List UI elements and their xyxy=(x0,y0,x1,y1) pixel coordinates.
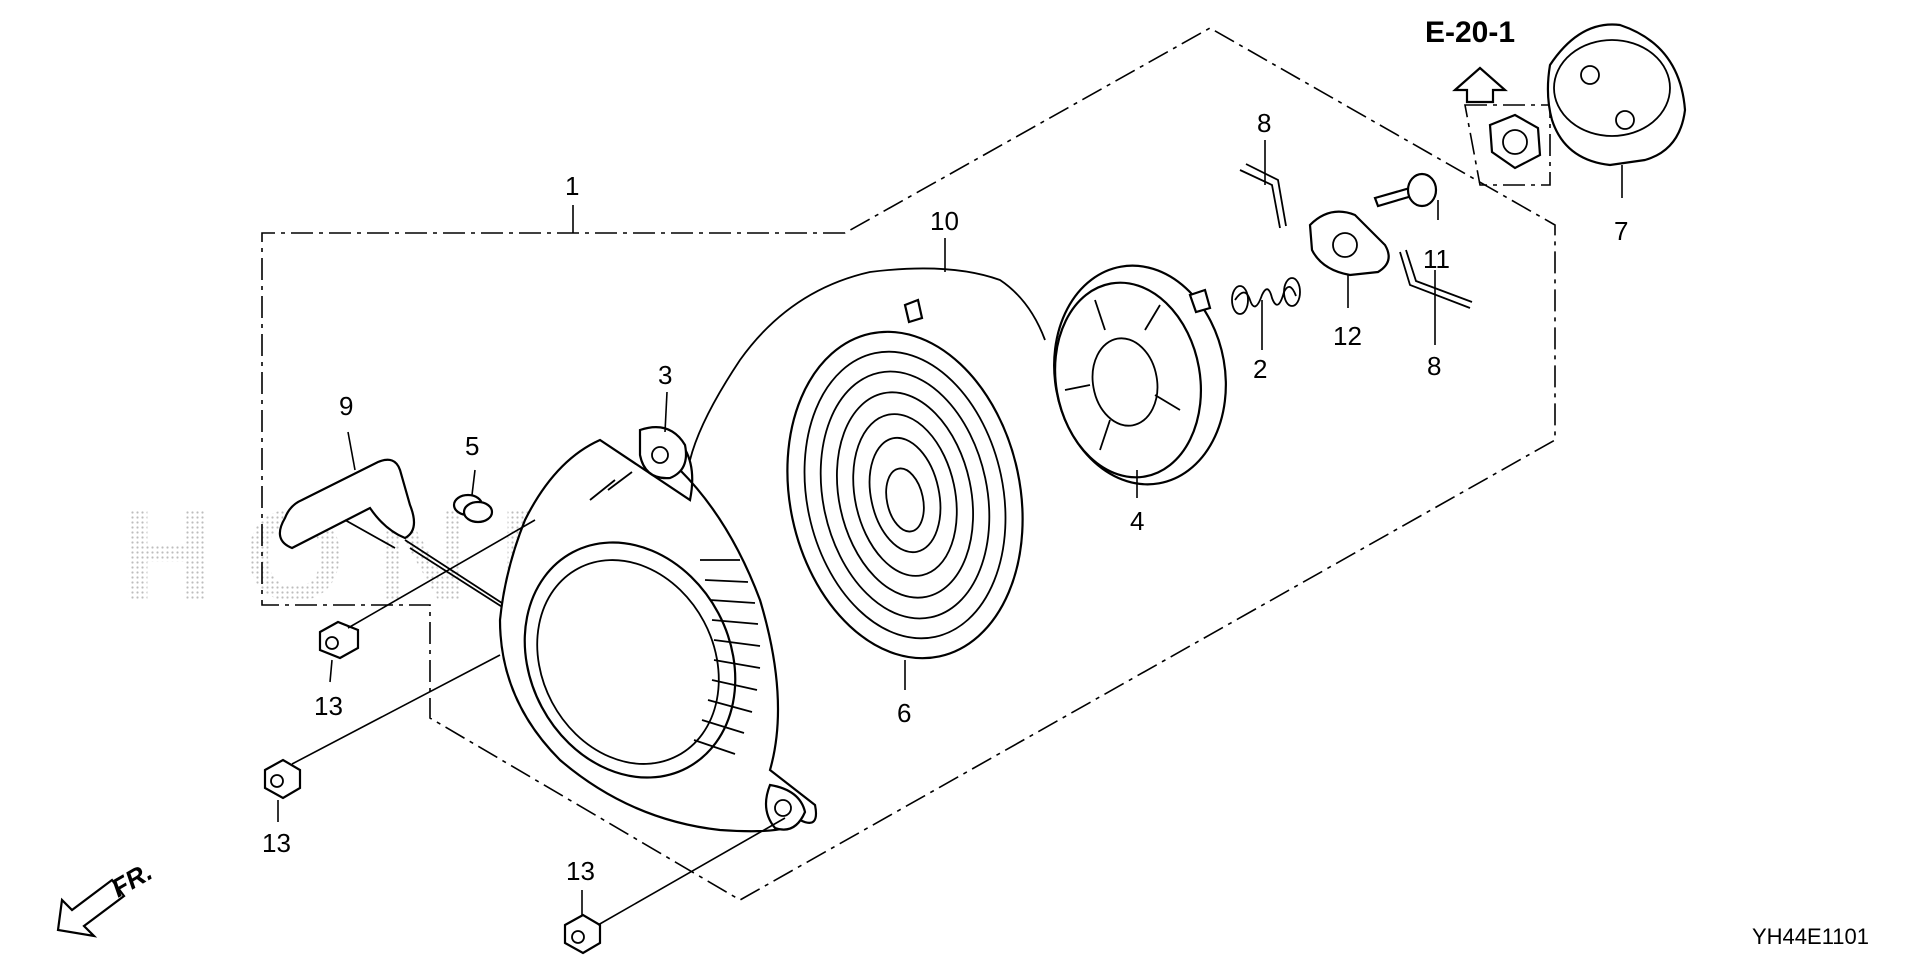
callout-9: 9 xyxy=(339,391,353,421)
callout-5: 5 xyxy=(465,431,479,461)
fastener-guide-lines xyxy=(291,519,786,926)
part-recoil-spring[interactable] xyxy=(758,298,1052,680)
callout-13-middle: 13 xyxy=(262,828,291,858)
part-flange-nut-lower[interactable] xyxy=(563,913,602,955)
part-ratchet[interactable] xyxy=(1308,210,1390,277)
part-flange-nut-upper[interactable] xyxy=(318,620,360,660)
callout-12: 12 xyxy=(1333,321,1362,351)
callout-8-lower: 8 xyxy=(1427,351,1441,381)
reference-box xyxy=(1464,104,1551,186)
part-flange-nut-reference xyxy=(1488,113,1542,170)
reference-label: E-20-1 xyxy=(1425,16,1515,49)
part-reel[interactable] xyxy=(1037,252,1243,498)
part-spring[interactable] xyxy=(1231,277,1301,315)
part-friction-spring-lower[interactable] xyxy=(1399,249,1473,309)
front-arrow-icon xyxy=(56,878,126,938)
leader-lines xyxy=(277,140,1623,916)
part-starter-rope[interactable] xyxy=(689,267,1046,461)
part-starter-case[interactable] xyxy=(484,426,818,833)
callout-13-upper: 13 xyxy=(314,691,343,721)
part-flange-nut-middle[interactable] xyxy=(263,758,302,800)
reference-arrow xyxy=(1452,66,1508,104)
callout-2: 2 xyxy=(1253,354,1267,384)
drawing-code: YH44E1101 xyxy=(1752,924,1869,949)
callout-6: 6 xyxy=(897,698,911,728)
part-friction-spring-upper[interactable] xyxy=(1239,163,1287,229)
callout-4: 4 xyxy=(1130,506,1144,536)
part-starter-grip[interactable] xyxy=(278,458,511,613)
callout-7: 7 xyxy=(1614,216,1628,246)
assembly-outline xyxy=(261,27,1556,901)
callout-13-lower: 13 xyxy=(566,856,595,886)
callouts: 1 2 3 4 5 6 7 8 8 9 10 11 12 13 13 13 xyxy=(262,108,1628,886)
part-bolt[interactable] xyxy=(1373,172,1438,208)
front-direction-indicator: FR. xyxy=(56,856,157,938)
callout-11: 11 xyxy=(1423,244,1450,274)
part-starter-pulley[interactable] xyxy=(1546,23,1687,167)
callout-8-upper: 8 xyxy=(1257,108,1271,138)
callout-3: 3 xyxy=(658,360,672,390)
callout-1: 1 xyxy=(565,171,579,201)
part-rope-guide[interactable] xyxy=(452,493,494,524)
callout-10: 10 xyxy=(930,206,959,236)
